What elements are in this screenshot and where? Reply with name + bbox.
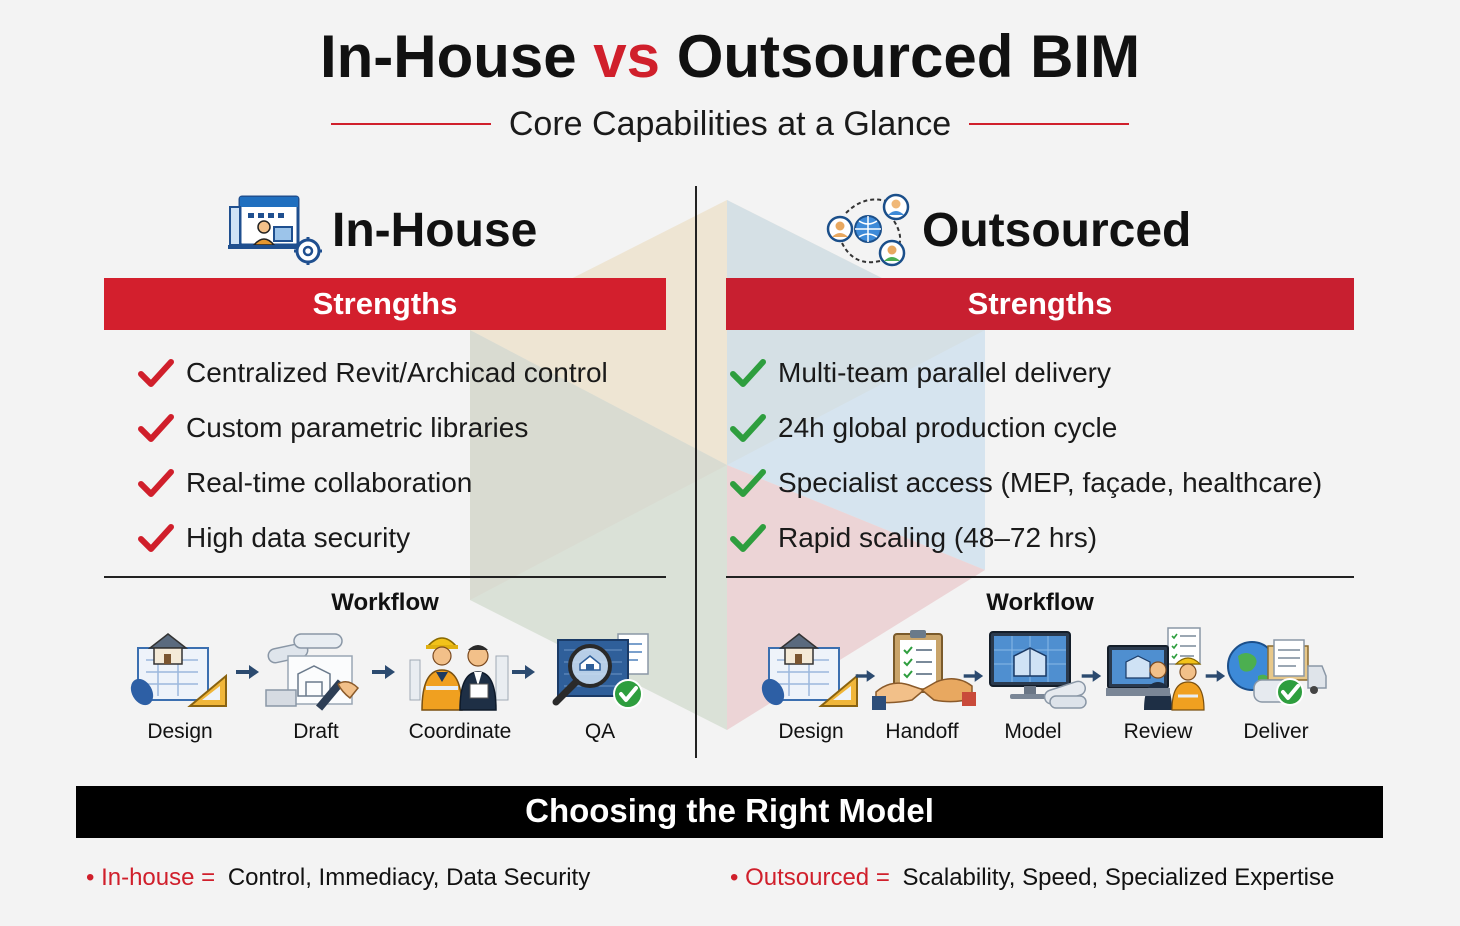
outsourced-summary-key: Outsourced = — [745, 864, 890, 891]
check-red-icon — [138, 358, 174, 387]
clipboard-handoff-icon — [872, 630, 976, 710]
workflow-step-design: Design — [756, 626, 866, 744]
outsourced-heading: Outsourced — [824, 190, 1191, 270]
strength-text: Multi-team parallel delivery — [778, 356, 1112, 388]
strength-text: Specialist access (MEP, façade, healthca… — [778, 466, 1323, 498]
subtitle: Core Capabilities at a Glance — [508, 105, 952, 143]
outsourced-strengths-list: Multi-team parallel delivery 24h global … — [730, 345, 1322, 565]
subtitle-line-right — [969, 123, 1130, 125]
strength-text: 24h global production cycle — [778, 411, 1118, 443]
inhouse-rule — [104, 576, 666, 578]
house-blueprint-icon — [130, 633, 227, 707]
workflow-label: Design — [778, 720, 844, 743]
list-item: Rapid scaling (48–72 hrs) — [730, 510, 1322, 565]
title-outsourced-bim: Outsourced BIM — [676, 23, 1141, 90]
list-item: Multi-team parallel delivery — [730, 345, 1322, 400]
subtitle-line-left — [330, 123, 491, 125]
workflow-label: Review — [1123, 720, 1193, 743]
subtitle-row: Core Capabilities at a Glance — [0, 100, 1460, 148]
strength-text: Custom parametric libraries — [186, 411, 529, 443]
magnifier-check-icon — [552, 633, 649, 709]
check-green-icon — [730, 468, 766, 497]
center-divider — [695, 186, 697, 758]
drafting-pen-icon — [265, 633, 360, 711]
inhouse-heading: In-House — [226, 190, 537, 270]
house-blueprint-icon — [761, 633, 858, 707]
strength-text: High data security — [186, 521, 411, 553]
workflow-label: Coordinate — [408, 720, 512, 743]
strength-text: Rapid scaling (48–72 hrs) — [778, 521, 1098, 553]
workflow-label: Deliver — [1243, 720, 1309, 743]
choosing-model-bar: Choosing the Right Model — [76, 786, 1383, 838]
arrow-right-icon — [236, 665, 259, 679]
workflow-step-handoff: Handoff — [872, 626, 976, 744]
inhouse-strengths-bar: Strengths — [104, 278, 666, 330]
outsourced-rule — [726, 576, 1354, 578]
office-worker-gear-icon — [228, 195, 322, 265]
arrow-right-icon — [963, 670, 984, 682]
page-title: In-House vs Outsourced BIM — [0, 22, 1460, 92]
title-vs: vs — [593, 23, 661, 90]
list-item: Centralized Revit/Archicad control — [138, 345, 608, 400]
bullet: • — [730, 864, 739, 891]
arrow-right-icon — [512, 665, 535, 679]
title-inhouse: In-House — [319, 23, 577, 90]
global-team-network-icon — [826, 193, 910, 267]
workflow-step-coordinate: Coordinate — [398, 626, 522, 744]
list-item: Custom parametric libraries — [138, 400, 608, 455]
arrow-right-icon — [1205, 670, 1226, 682]
workflow-label: Draft — [293, 720, 339, 743]
outsourced-summary-value: Scalability, Speed, Specialized Expertis… — [902, 864, 1335, 891]
workflow-step-draft: Draft — [262, 626, 370, 744]
engineer-team-icon — [409, 637, 509, 711]
check-red-icon — [138, 468, 174, 497]
arrow-right-icon — [372, 665, 395, 679]
outsourced-workflow-title: Workflow — [986, 589, 1094, 616]
bullet: • — [86, 864, 95, 891]
inhouse-summary-value: Control, Immediacy, Data Security — [227, 864, 591, 891]
globe-delivery-icon — [1227, 639, 1327, 706]
workflow-label: QA — [584, 720, 616, 743]
inhouse-workflow-title: Workflow — [331, 589, 439, 616]
strength-text: Centralized Revit/Archicad control — [186, 356, 608, 388]
workflow-step-deliver: Deliver — [1222, 626, 1330, 744]
strength-text: Real-time collaboration — [186, 466, 473, 498]
check-red-icon — [138, 523, 174, 552]
arrow-right-icon — [1081, 670, 1102, 682]
check-green-icon — [730, 358, 766, 387]
outsourced-heading-text: Outsourced — [922, 203, 1192, 257]
check-green-icon — [730, 523, 766, 552]
check-green-icon — [730, 413, 766, 442]
list-item: 24h global production cycle — [730, 400, 1322, 455]
computer-model-icon — [989, 631, 1087, 709]
inhouse-summary-key: In-house = — [101, 864, 216, 891]
arrow-right-icon — [855, 670, 876, 682]
workflow-label: Handoff — [885, 720, 959, 743]
workflow-label: Model — [1004, 720, 1062, 743]
workflow-step-qa: QA — [540, 626, 660, 744]
outsourced-strengths-bar: Strengths — [726, 278, 1354, 330]
inhouse-heading-text: In-House — [332, 203, 538, 257]
outsourced-summary: • Outsourced = Scalability, Speed, Speci… — [730, 862, 1334, 894]
inhouse-strengths-list: Centralized Revit/Archicad control Custo… — [138, 345, 608, 565]
check-red-icon — [138, 413, 174, 442]
workflow-step-design: Design — [126, 626, 234, 744]
list-item: Specialist access (MEP, façade, healthca… — [730, 455, 1322, 510]
workflow-step-review: Review — [1100, 626, 1216, 744]
list-item: High data security — [138, 510, 608, 565]
workflow-step-model: Model — [984, 626, 1087, 744]
screen-review-icon — [1106, 627, 1205, 711]
inhouse-summary: • In-house = Control, Immediacy, Data Se… — [86, 862, 590, 894]
list-item: Real-time collaboration — [138, 455, 608, 510]
workflow-label: Design — [147, 720, 213, 743]
